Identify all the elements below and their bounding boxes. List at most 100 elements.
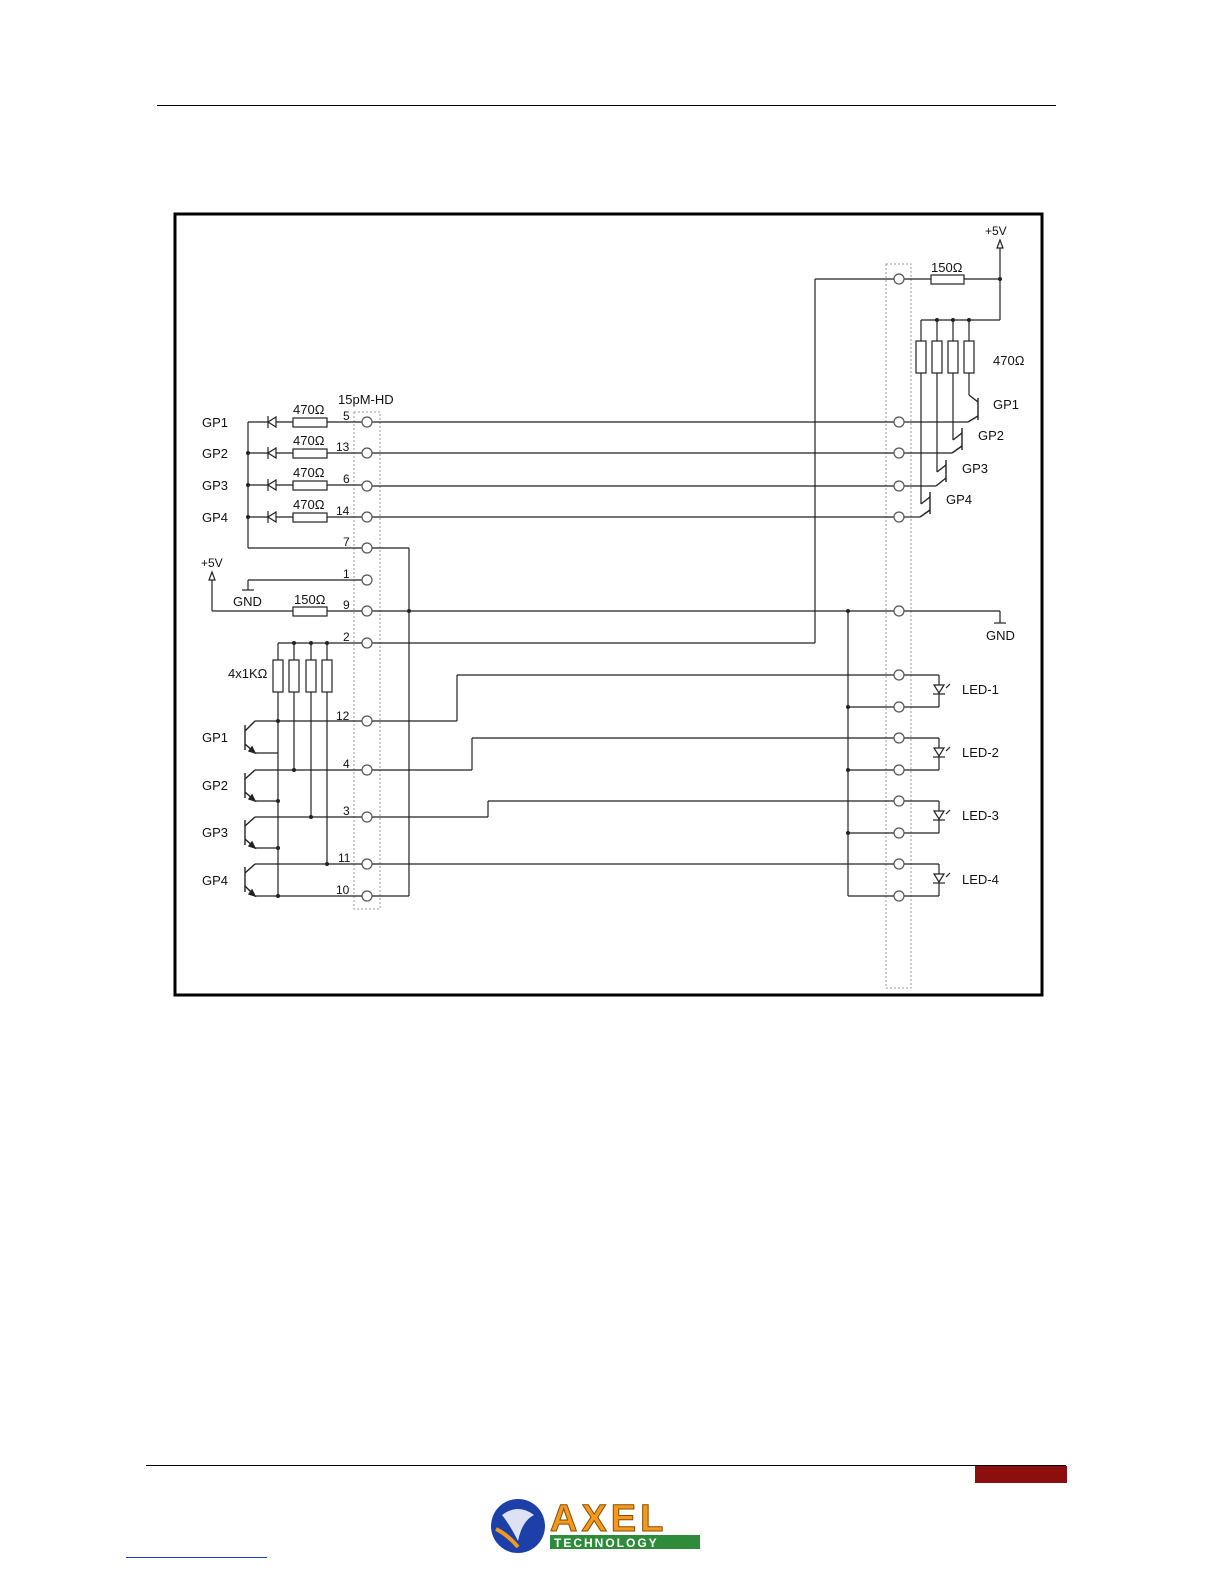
led-label: LED-2 <box>962 745 999 760</box>
connector-label: 15pM-HD <box>338 392 394 407</box>
right-pin <box>894 606 904 616</box>
pin-9 <box>362 606 372 616</box>
pin-number: 4 <box>343 757 350 771</box>
right-pin <box>894 828 904 838</box>
right-pin <box>894 512 904 522</box>
transistor-icon <box>245 721 255 753</box>
right-pin <box>894 481 904 491</box>
gp-output-label: GP4 <box>946 492 972 507</box>
resistor-470-right-2 <box>932 341 942 373</box>
resistor-150-left <box>293 607 327 616</box>
right-pin <box>894 765 904 775</box>
led-icon <box>933 684 950 694</box>
company-logo: AXEL TECHNOLOGY <box>488 1495 704 1557</box>
resistor-470-right-3 <box>948 341 958 373</box>
pin-14 <box>362 512 372 522</box>
gp-output-label: GP3 <box>962 461 988 476</box>
resistor-value: 470Ω <box>293 433 325 448</box>
diode-icon <box>268 447 276 459</box>
resistor-value: 470Ω <box>993 353 1025 368</box>
pin-6 <box>362 481 372 491</box>
pin-number: 1 <box>343 567 350 581</box>
gp-input-label: GP1 <box>202 415 228 430</box>
pin-number: 5 <box>343 409 350 423</box>
right-connector-strip <box>886 264 911 988</box>
gnd-label: GND <box>986 628 1015 643</box>
resistor-470-gp4 <box>293 513 327 522</box>
pullup-resistor-4 <box>322 660 332 692</box>
resistor-470-right-4 <box>964 341 974 373</box>
pin-number: 13 <box>336 440 350 454</box>
diode-icon <box>268 416 276 428</box>
plus5v-left-icon <box>209 572 215 580</box>
gp-output-label: GP3 <box>202 825 228 840</box>
resistor-value: 150Ω <box>931 260 963 275</box>
right-pin <box>894 859 904 869</box>
plus5v-label: +5V <box>201 556 223 570</box>
resistor-470-right-1 <box>916 341 926 373</box>
gp-output-label: GP2 <box>202 778 228 793</box>
led-label: LED-4 <box>962 872 999 887</box>
pin-number: 7 <box>343 535 350 549</box>
led-icon <box>933 873 950 883</box>
resistor-150-right <box>931 275 964 284</box>
gp-input-label: GP4 <box>202 510 228 525</box>
pullup-resistor-2 <box>289 660 299 692</box>
right-pin <box>894 702 904 712</box>
pin-number: 12 <box>336 709 350 723</box>
led-icon <box>933 747 950 757</box>
gp-output-label: GP1 <box>993 397 1019 412</box>
resistor-value: 150Ω <box>294 592 326 607</box>
pin-number: 2 <box>343 630 350 644</box>
pullup-resistor-3 <box>306 660 316 692</box>
resistor-value: 470Ω <box>293 465 325 480</box>
right-pin <box>894 796 904 806</box>
right-pin <box>894 274 904 284</box>
gp-output-label: GP1 <box>202 730 228 745</box>
pin-number: 9 <box>343 598 350 612</box>
pin-number: 6 <box>343 472 350 486</box>
transistor-icon <box>968 395 978 422</box>
pin-12 <box>362 716 372 726</box>
diode-icon <box>268 479 276 491</box>
pin-10 <box>362 891 372 901</box>
transistor-icon <box>245 864 255 896</box>
pin-13 <box>362 448 372 458</box>
plus5v-label: +5V <box>985 224 1007 238</box>
gp-input-label: GP3 <box>202 478 228 493</box>
pin-number: 10 <box>336 883 350 897</box>
led-label: LED-3 <box>962 808 999 823</box>
resistor-470-gp3 <box>293 481 327 490</box>
transistor-icon <box>245 770 255 801</box>
resistor-value: 470Ω <box>293 497 325 512</box>
plus5v-right-icon <box>997 240 1003 248</box>
transistor-icon <box>245 817 255 848</box>
gp-output-label: GP2 <box>978 428 1004 443</box>
pin-number: 14 <box>336 504 350 518</box>
pin-number: 3 <box>343 804 350 818</box>
pin-2 <box>362 638 372 648</box>
pin-11 <box>362 859 372 869</box>
led-label: LED-1 <box>962 682 999 697</box>
diode-icon <box>268 511 276 523</box>
resistor-470-gp1 <box>293 418 327 427</box>
pin-3 <box>362 812 372 822</box>
gp-output-label: GP4 <box>202 873 228 888</box>
pullups-label: 4x1KΩ <box>228 666 268 681</box>
pin-number: 11 <box>338 851 351 865</box>
pin-4 <box>362 765 372 775</box>
right-pin <box>894 417 904 427</box>
logo-tagline: TECHNOLOGY <box>554 1536 659 1550</box>
led-icon <box>933 810 950 820</box>
logo-brand: AXEL <box>550 1498 667 1540</box>
pullup-resistor-1 <box>273 660 283 692</box>
pin-5 <box>362 417 372 427</box>
gp-input-label: GP2 <box>202 446 228 461</box>
right-pin <box>894 891 904 901</box>
pin-1 <box>362 575 372 585</box>
gnd-label: GND <box>233 594 262 609</box>
right-pin <box>894 733 904 743</box>
right-pin <box>894 448 904 458</box>
resistor-value: 470Ω <box>293 402 325 417</box>
